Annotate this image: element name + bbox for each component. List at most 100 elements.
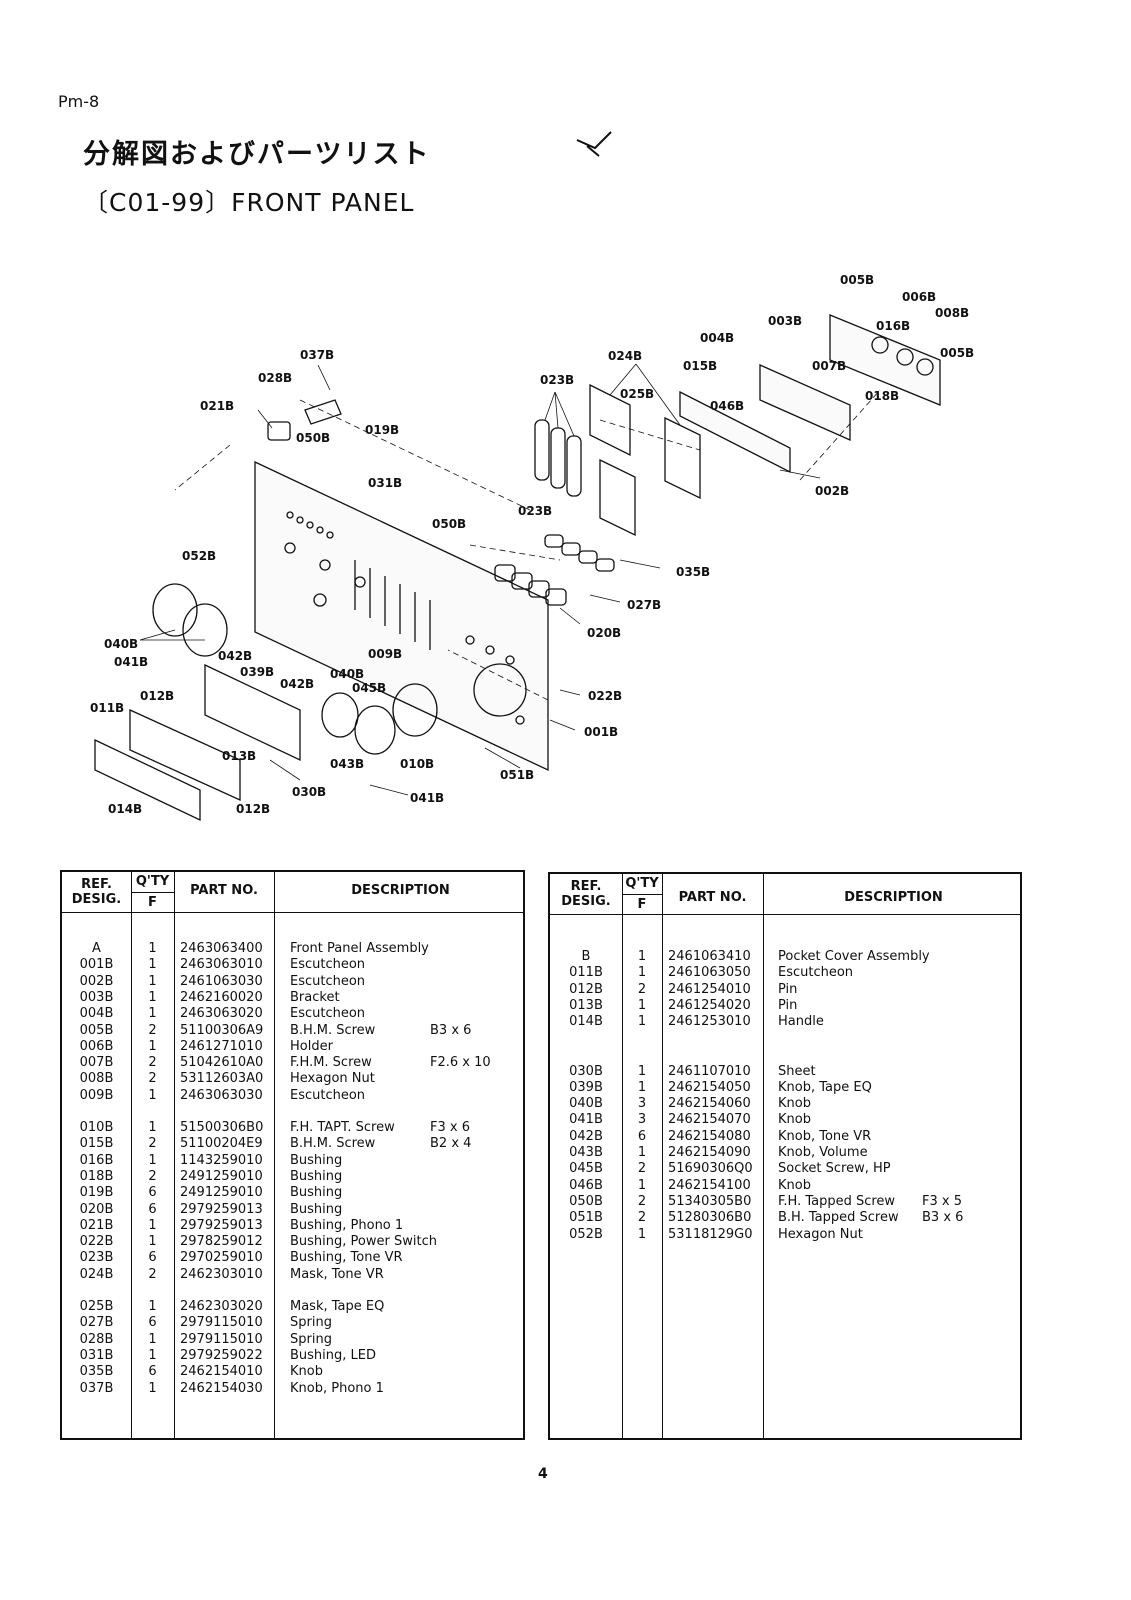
callout-label: 013B xyxy=(222,749,256,763)
callout-label: 008B xyxy=(935,306,969,320)
ref-cell: 037B xyxy=(79,1380,114,1396)
ref-cell: 035B xyxy=(79,1364,114,1380)
callout-label: 016B xyxy=(876,319,910,333)
description-cell: Knob xyxy=(778,1177,811,1193)
page-title-jp: 分解図およびパーツリスト xyxy=(83,139,431,170)
callout-label: 018B xyxy=(865,389,899,403)
spec-cell: F3 x 6 xyxy=(430,1120,470,1135)
callout-label: 012B xyxy=(140,689,174,703)
ref-cell: 050B xyxy=(569,1193,603,1209)
callout-label: 042B xyxy=(218,649,252,663)
part-no-cell: 2461254010 xyxy=(668,981,751,997)
callout-label: 007B xyxy=(812,359,846,373)
part-no-cell: 51340305B0 xyxy=(668,1193,752,1209)
qty-cell: 1 xyxy=(637,1145,647,1160)
ref-cell: 016B xyxy=(79,1152,114,1168)
part-no-cell: 2461063030 xyxy=(180,973,263,989)
qty-cell: 1 xyxy=(637,997,647,1013)
slider-slots xyxy=(354,560,431,650)
qty-cell: 6 xyxy=(148,1364,157,1380)
callout-label: 050B xyxy=(296,431,330,445)
part-no-header: PART NO. xyxy=(678,890,747,905)
description-cell: Sheet xyxy=(778,1063,816,1079)
part-no-cell: 2462154090 xyxy=(668,1145,751,1160)
qty-cell: 1 xyxy=(148,1217,157,1233)
description-cell: Escutcheon xyxy=(778,965,854,981)
table-row: 043B 1 2462154090 Knob, Volume xyxy=(550,1145,1020,1161)
callout-label: 041B xyxy=(410,791,444,805)
qty-cell: 1 xyxy=(148,1120,157,1135)
qty-cell: 2 xyxy=(148,1266,157,1282)
callout-label: 023B xyxy=(540,373,574,387)
callout-label: 022B xyxy=(588,689,622,703)
callout-label: 050B xyxy=(432,517,466,531)
description-header: DESCRIPTION xyxy=(844,890,943,905)
part-no-cell: 2462303020 xyxy=(180,1299,263,1314)
ref-cell: 046B xyxy=(569,1177,603,1193)
ref-cell: 005B xyxy=(79,1022,114,1038)
description-cell: Mask, Tape EQ xyxy=(290,1299,385,1314)
ref-cell: 011B xyxy=(569,965,603,981)
callout-label: 009B xyxy=(368,647,402,661)
ref-cell: 027B xyxy=(79,1315,114,1331)
description-cell: Knob, Tape EQ xyxy=(778,1079,872,1095)
description-cell: Front Panel Assembly xyxy=(290,941,429,956)
ref-cell: B xyxy=(581,949,591,964)
description-cell: B.H.M. Screw xyxy=(290,1022,376,1038)
callout-label: 027B xyxy=(627,598,661,612)
part-no-cell: 51500306B0 xyxy=(180,1120,264,1135)
callout-label: 031B xyxy=(368,476,402,490)
qty-header: Q'TY xyxy=(625,876,659,891)
qty-cell: 2 xyxy=(148,1055,157,1071)
description-cell: Bushing xyxy=(290,1168,343,1184)
spec-cell: B3 x 6 xyxy=(430,1022,472,1038)
description-cell: Bushing, Phono 1 xyxy=(290,1217,404,1233)
callout-label: 011B xyxy=(90,701,124,715)
ref-cell: 043B xyxy=(569,1145,603,1160)
model-number: Pm-8 xyxy=(58,92,100,111)
description-cell: Knob xyxy=(778,1112,811,1128)
part-no-cell: 51042610A0 xyxy=(180,1055,264,1071)
description-cell: F.H.M. Screw xyxy=(290,1055,372,1071)
qty-cell: 2 xyxy=(148,1071,157,1087)
callout-label: 051B xyxy=(500,768,534,782)
callout-label: 006B xyxy=(902,290,936,304)
description-cell: B.H.M. Screw xyxy=(290,1136,376,1152)
description-cell: Spring xyxy=(290,1315,332,1331)
qty-cell: 1 xyxy=(637,949,647,964)
callout-label: 019B xyxy=(365,423,399,437)
ref-cell: 025B xyxy=(79,1299,114,1314)
description-cell: Knob, Volume xyxy=(778,1145,868,1160)
part-no-cell: 51100204E9 xyxy=(180,1136,263,1152)
qty-cell: 1 xyxy=(637,965,647,981)
qty-cell: 1 xyxy=(637,1063,647,1079)
part-no-cell: 2979259013 xyxy=(180,1201,263,1217)
part-no-cell: 51100306A9 xyxy=(180,1022,264,1038)
qty-cell: 1 xyxy=(148,1234,157,1250)
slider-knob-row xyxy=(494,534,615,606)
qty-cell: 6 xyxy=(637,1128,647,1144)
callout-label: 043B xyxy=(330,757,364,771)
description-cell: Escutcheon xyxy=(290,973,366,989)
description-cell: Escutcheon xyxy=(290,1006,366,1022)
description-cell: Mask, Tone VR xyxy=(290,1266,384,1282)
